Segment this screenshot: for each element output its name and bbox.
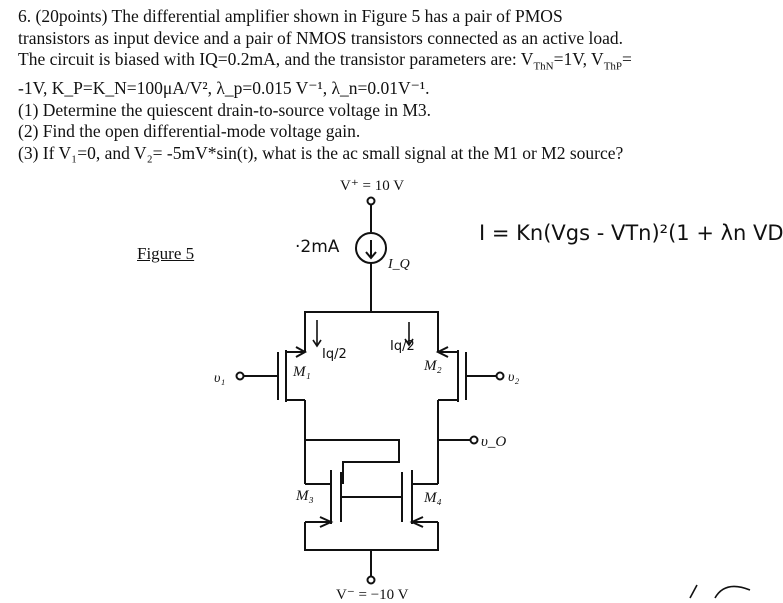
v1-label: υ₁ <box>214 371 225 386</box>
vo-label: υ_O <box>481 434 506 450</box>
m2-label: M₂ <box>423 358 442 374</box>
handwritten-current: ·2mA <box>295 237 340 257</box>
question-1: (1) Determine the quiescent drain-to-sou… <box>18 99 432 120</box>
question-3: (3) If V₁=0, and V₂= -5mV*sin(t), what i… <box>18 142 624 163</box>
m1-label: M₁ <box>292 364 311 380</box>
v2-label: υ₂ <box>508 370 519 385</box>
m4-label: M₄ <box>423 490 442 506</box>
question-2: (2) Find the open differential-mode volt… <box>18 121 361 141</box>
vminus-label: V⁻ = −10 V <box>336 587 409 603</box>
problem-line-4: -1V, K_P=K_N=100μA/V², λ_p=0.015 V⁻¹, λ_… <box>18 78 430 98</box>
vplus-terminal <box>366 196 376 206</box>
vminus-terminal <box>366 575 376 585</box>
problem-line-3: The circuit is biased with IQ=0.2mA, and… <box>18 49 632 73</box>
problem-line-1: 6. (20points) The differential amplifier… <box>18 6 563 26</box>
handwritten-formula: I = Kn(Vgs - VTn)²(1 + λn VDS) <box>479 221 783 245</box>
vplus-label: V⁺ = 10 V <box>340 178 404 194</box>
problem-line-2: transistors as input device and a pair o… <box>18 27 624 48</box>
m3-label: M₃ <box>295 488 314 504</box>
iq-label: I_Q <box>387 257 410 272</box>
handwritten-id1: Iq/2 <box>322 347 347 362</box>
problem-statement: 6. (20points) The differential amplifier… <box>18 6 778 164</box>
figure-label: Figure 5 <box>137 244 195 263</box>
